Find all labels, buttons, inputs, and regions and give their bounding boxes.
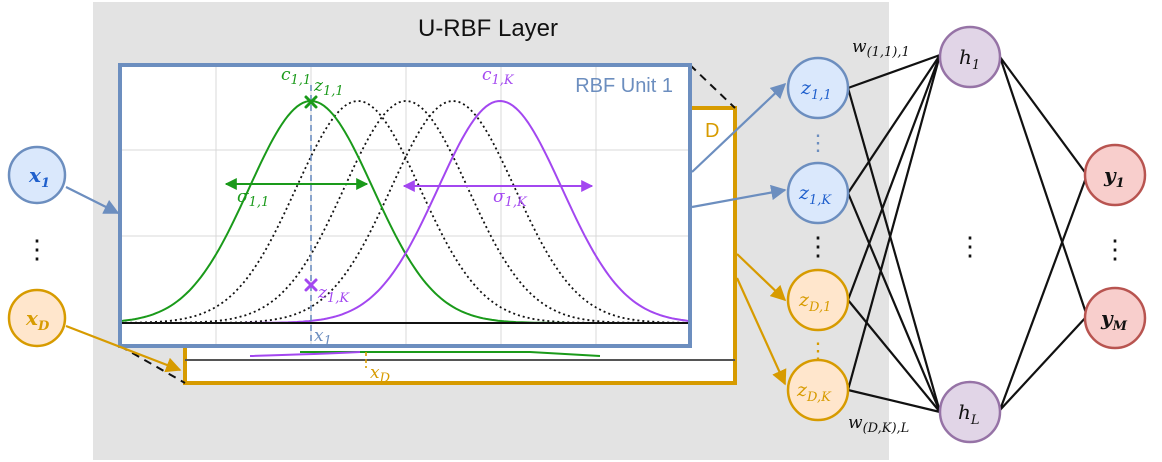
- output-ellipsis: ⋮: [1102, 234, 1128, 264]
- svg-text:z1,1: z1,1: [800, 77, 832, 103]
- hidden-node-h1: h1: [938, 25, 1002, 89]
- z1K-cross-marker: [304, 278, 318, 292]
- back-unit-curve-purple: [249, 351, 361, 357]
- svg-text:hL: hL: [958, 400, 980, 428]
- svg-text:xD: xD: [25, 306, 50, 334]
- weight-label-bottom: w(D,K),L: [848, 413, 909, 436]
- input-node-xD: xD: [7, 288, 67, 348]
- back-unit-curve-green: [299, 350, 601, 357]
- perspective-line-bottom: [119, 345, 186, 384]
- hidden-node-hL: hL: [938, 380, 1002, 444]
- rbf-output-node-z11: z1,1: [786, 56, 850, 120]
- svg-text:zD,K: zD,K: [796, 379, 832, 405]
- rbf-output-node-zD1: zD,1: [786, 268, 850, 332]
- unit-title: RBF Unit 1: [575, 75, 673, 97]
- svg-text:h1: h1: [959, 45, 980, 73]
- c11-label: c1,1: [281, 65, 311, 88]
- rbf-curve-dotted-2: [120, 100, 690, 324]
- x1-axis-label: x1: [314, 326, 332, 349]
- input-ellipsis: ⋮: [24, 234, 50, 264]
- c1K-label: c1,K: [482, 65, 515, 88]
- hidden-ellipsis: ⋮: [957, 231, 983, 261]
- output-node-yM: yM: [1083, 286, 1147, 350]
- rbf-output-ellipsis-blue: ⋮: [807, 130, 829, 155]
- input-node-x1: x1: [7, 145, 67, 205]
- rbf-output-node-zDK: zD,K: [786, 358, 850, 422]
- svg-text:zD,1: zD,1: [798, 289, 831, 315]
- perspective-line-top: [689, 64, 736, 109]
- rbf-unit-front: RBF Unit 1 c1,1 z1,1 c1,K z1,K σ1,1 σ1,K…: [118, 63, 692, 349]
- arrow-unit-to-z1K: [691, 184, 787, 209]
- arrow-xD-to-unit: [65, 324, 182, 373]
- hidden-to-output-connections: [998, 56, 1089, 411]
- sigma11-label: σ1,1: [237, 187, 269, 210]
- arrow-backunit-to-zDK: [735, 277, 787, 386]
- svg-text:yM: yM: [1100, 306, 1128, 334]
- arrow-backunit-to-zD1: [736, 253, 787, 302]
- svg-text:z1,K: z1,K: [798, 182, 832, 208]
- arrow-unit-to-z11: [691, 82, 787, 173]
- z1K-point-label: z1,K: [317, 283, 350, 306]
- c11-cross-marker: [304, 95, 318, 109]
- rbf-output-ellipsis: ⋮: [805, 231, 831, 261]
- back-unit-label: D: [705, 120, 719, 142]
- rbf-output-node-z1K: z1,K: [786, 161, 850, 225]
- sigma1K-label: σ1,K: [493, 187, 528, 210]
- layer-title: U-RBF Layer: [418, 15, 558, 42]
- svg-text:x1: x1: [28, 163, 50, 191]
- z11-point-label: z1,1: [313, 76, 344, 99]
- arrow-x1-to-unit: [65, 186, 120, 214]
- xD-axis-label: xD: [370, 363, 391, 386]
- svg-text:y1: y1: [1103, 163, 1125, 191]
- output-node-y1: y1: [1083, 143, 1147, 207]
- weight-label-top: w(1,1),1: [852, 37, 910, 60]
- plot-grid: [120, 65, 690, 346]
- rbf-output-ellipsis-orange: ⋮: [807, 338, 829, 363]
- z-to-hidden-connections: [846, 53, 942, 414]
